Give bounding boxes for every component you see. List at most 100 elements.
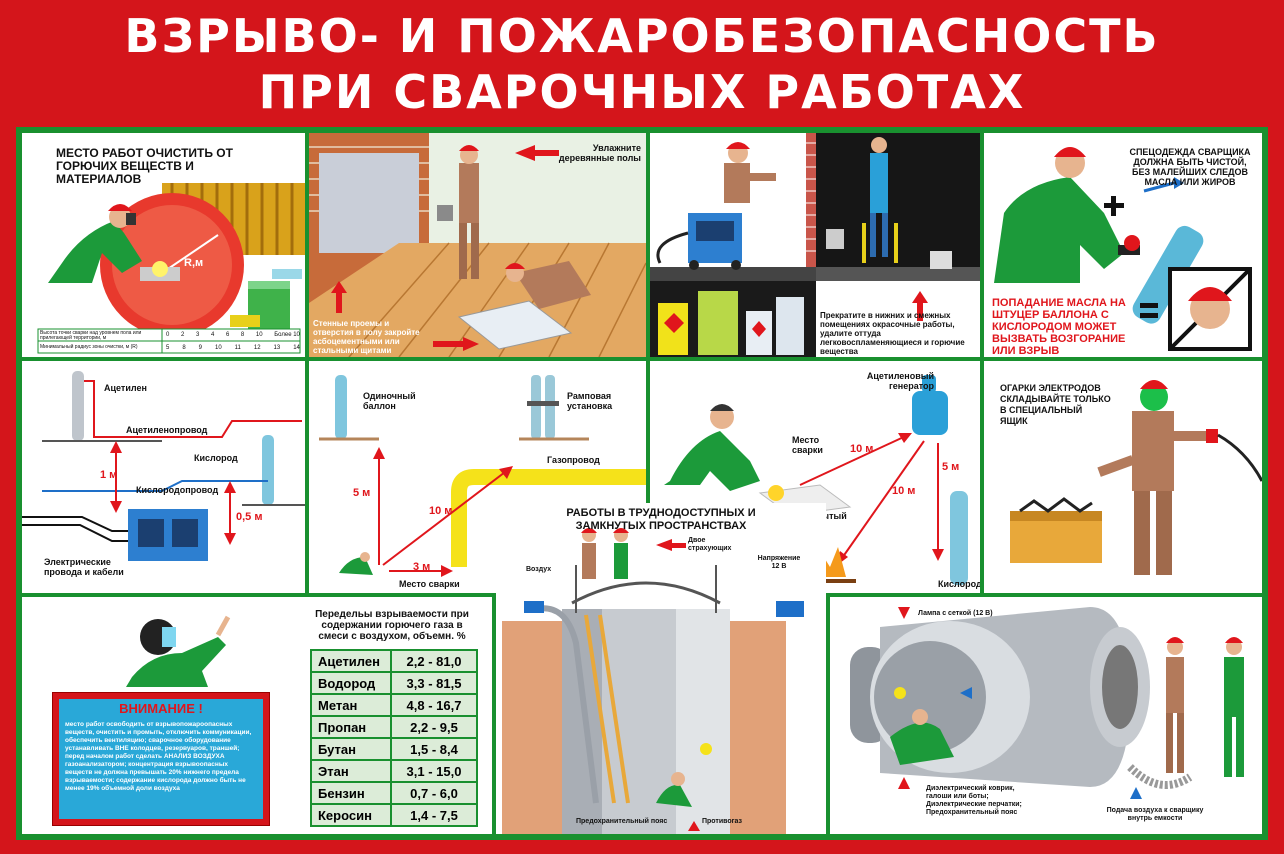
limits-heading: Передельы взрываемости при содержании го… bbox=[315, 609, 469, 642]
tank-illustration bbox=[502, 528, 804, 834]
floor-illustration bbox=[309, 133, 646, 357]
panel-stop-painting: Прекратите в нижних и смежных помещениях… bbox=[650, 133, 980, 357]
weld-place-label: Место сварки bbox=[792, 435, 823, 455]
gas-range: 3,3 - 81,5 bbox=[390, 671, 478, 695]
height-value: 10 bbox=[255, 332, 263, 338]
distance-1m: 1 м bbox=[100, 469, 118, 481]
panel-cylinder-distances: Одиночный баллон Рамповая установка Газо… bbox=[309, 361, 646, 593]
gas-name: Бутан bbox=[310, 737, 392, 761]
radius-value: 8 bbox=[182, 345, 186, 351]
gas-range: 1,4 - 7,5 bbox=[390, 803, 478, 827]
safety-belt-label: Предохранительный пояс bbox=[576, 818, 668, 825]
gas-range: 2,2 - 81,0 bbox=[390, 649, 478, 673]
panel-generator-distances: Ацетиленовый генератор Место сварки 10 м… bbox=[650, 361, 980, 593]
air-label: Воздух bbox=[526, 566, 552, 573]
radius-value: 12 bbox=[253, 345, 261, 351]
gas-pipe-label: Газопровод bbox=[547, 455, 600, 465]
panel1-heading: МЕСТО РАБОТ ОЧИСТИТЬ ОТ ГОРЮЧИХ ВЕЩЕСТВ … bbox=[56, 146, 233, 186]
gas-range: 2,2 - 9,5 bbox=[390, 715, 478, 739]
radius-value: 13 bbox=[273, 345, 281, 351]
generator-label: Ацетиленовый генератор bbox=[866, 371, 934, 391]
wet-floors-label: Увлажните деревянные полы bbox=[558, 143, 641, 163]
welder-radius-illustration bbox=[37, 183, 305, 354]
distance-3m: 3 м bbox=[413, 561, 431, 573]
attention-box: ВНИМАНИЕ ! место работ освободить от взр… bbox=[52, 692, 270, 826]
gas-name: Керосин bbox=[310, 803, 392, 827]
radius-label: R,м bbox=[184, 257, 204, 269]
two-insurers-label: Двое страхующих bbox=[688, 537, 732, 552]
protection-label: Диэлектрический коврик, галоши или боты;… bbox=[926, 785, 1022, 816]
worker-pointing-illustration bbox=[126, 615, 231, 687]
gas-range: 4,8 - 16,7 bbox=[390, 693, 478, 717]
attention-box-inner: ВНИМАНИЕ ! место работ освободить от взр… bbox=[59, 699, 263, 819]
welding-unit-illustration bbox=[650, 133, 980, 357]
title-line-1: ВЗРЫВО- И ПОЖАРОБЕЗОПАСНОСТЬ bbox=[124, 9, 1160, 63]
panel-tank-welding: Лампа с сеткой (12 В) Диэлектрический ко… bbox=[830, 597, 1262, 834]
single-cylinder-label: Одиночный баллон bbox=[363, 391, 416, 411]
air-supply-label: Подача воздуха к сварщику внутрь емкости bbox=[1106, 807, 1204, 822]
radius-value: 10 bbox=[214, 345, 222, 351]
radius-value: 5 bbox=[166, 345, 170, 351]
distance-10m-a: 10 м bbox=[850, 443, 874, 455]
radius-value: 9 bbox=[198, 345, 202, 351]
lamp-label: Лампа с сеткой (12 В) bbox=[918, 610, 993, 617]
oxygen-label: Кислород bbox=[194, 453, 238, 463]
oxygen-label: Кислород bbox=[938, 579, 980, 589]
pipelines-illustration bbox=[22, 371, 305, 561]
tank-interior-illustration bbox=[850, 607, 1244, 799]
radius-value: 14 bbox=[293, 345, 300, 351]
gas-name: Ацетилен bbox=[310, 649, 392, 673]
height-value: 2 bbox=[180, 332, 185, 338]
height-row-label: Высота точки сварки над уровнем пола или… bbox=[40, 330, 142, 341]
panel-electrode-stubs: ОГАРКИ ЭЛЕКТРОДОВ СКЛАДЫВАЙТЕ ТОЛЬКО В С… bbox=[984, 361, 1262, 593]
panel-clean-clothing: СПЕЦОДЕЖДА СВАРЩИКА ДОЛЖНА БЫТЬ ЧИСТОЙ, … bbox=[984, 133, 1262, 357]
oxygen-pipe-label: Кислородопровод bbox=[136, 485, 219, 495]
clean-clothing-label: СПЕЦОДЕЖДА СВАРЩИКА ДОЛЖНА БЫТЬ ЧИСТОЙ, … bbox=[1129, 147, 1251, 187]
acetylene-pipe-label: Ацетиленопровод bbox=[126, 425, 208, 435]
cover-openings-label: Стенные проемы и отверстия в полу закрой… bbox=[313, 319, 420, 355]
electric-wires-label: Электрические провода и кабели bbox=[44, 557, 124, 577]
attention-heading: ВНИМАНИЕ ! bbox=[119, 701, 203, 716]
confined-heading: РАБОТЫ В ТРУДНОДОСТУПНЫХ И ЗАМКНУТЫХ ПРО… bbox=[566, 507, 756, 532]
cylinder-distance-illustration bbox=[319, 375, 646, 577]
gas-name: Бензин bbox=[310, 781, 392, 805]
gas-name: Этан bbox=[310, 759, 392, 783]
panel-wet-floors: Увлажните деревянные полы Стенные проемы… bbox=[309, 133, 646, 357]
voltage-label: Напряжение 12 В bbox=[757, 555, 801, 570]
height-value: 4 bbox=[210, 332, 215, 338]
distance-10m-b: 10 м bbox=[892, 485, 916, 497]
gas-range: 0,7 - 6,0 bbox=[390, 781, 478, 805]
oxygen-cylinder-illustration bbox=[994, 147, 1252, 351]
height-values: 0 2 3 4 6 8 10 Более 10 bbox=[166, 332, 300, 338]
gas-name: Метан bbox=[310, 693, 392, 717]
height-value: 0 bbox=[166, 332, 170, 338]
radius-row-label: Минимальный радиус зоны очистки, м (R) bbox=[40, 344, 138, 350]
gas-range: 3,1 - 15,0 bbox=[390, 759, 478, 783]
distance-5m: 5 м bbox=[353, 487, 371, 499]
panel-confined-spaces: РАБОТЫ В ТРУДНОДОСТУПНЫХ И ЗАМКНУТЫХ ПРО… bbox=[496, 503, 826, 834]
ramp-unit-label: Рамповая установка bbox=[567, 391, 613, 411]
poster-title: ВЗРЫВО- И ПОЖАРОБЕЗОПАСНОСТЬ ПРИ СВАРОЧН… bbox=[0, 8, 1284, 120]
panel-pipelines: Ацетилен Ацетиленопровод Кислород Кислор… bbox=[22, 361, 305, 593]
gas-name: Пропан bbox=[310, 715, 392, 739]
gas-name: Водород bbox=[310, 671, 392, 695]
stop-painting-label: Прекратите в нижних и смежных помещениях… bbox=[820, 311, 965, 356]
height-value: 8 bbox=[240, 332, 245, 338]
attention-text: место работ освободить от взрывопожарооп… bbox=[65, 721, 252, 792]
distance-10m: 10 м bbox=[429, 505, 453, 517]
height-value: Более 10 bbox=[274, 332, 300, 338]
electrode-box-illustration bbox=[1010, 380, 1262, 575]
electrode-stubs-label: ОГАРКИ ЭЛЕКТРОДОВ СКЛАДЫВАЙТЕ ТОЛЬКО В С… bbox=[1000, 383, 1111, 426]
gas-range: 1,5 - 8,4 bbox=[390, 737, 478, 761]
distance-05m: 0,5 м bbox=[236, 511, 263, 523]
acetylene-label: Ацетилен bbox=[104, 383, 147, 393]
